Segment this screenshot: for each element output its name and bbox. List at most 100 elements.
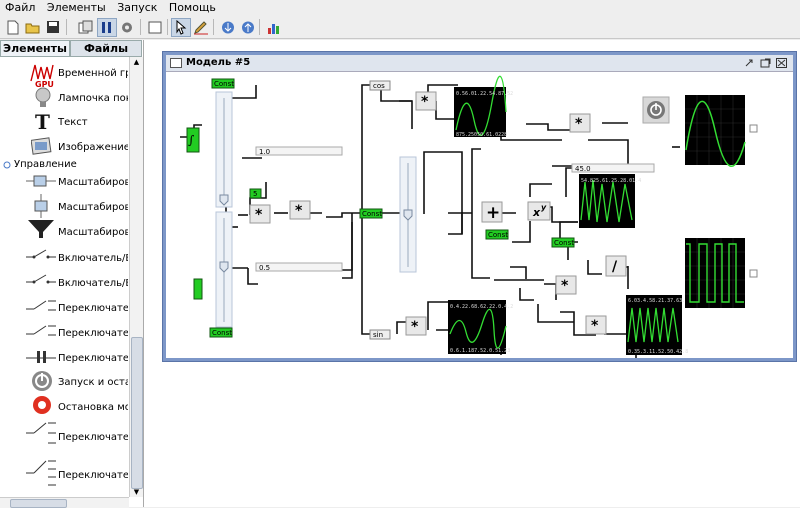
const-block[interactable] bbox=[485, 229, 509, 240]
tree-item-text[interactable]: Текст bbox=[58, 117, 88, 128]
tree-scrollbar-horizontal[interactable] bbox=[0, 497, 129, 508]
tree-item-control[interactable]: Управление bbox=[14, 159, 77, 170]
rectangle-icon[interactable] bbox=[145, 18, 165, 37]
scope-3-bottom-text: 0.6.1.187.52.0.51.23 bbox=[450, 348, 510, 354]
scroll-thumb[interactable] bbox=[131, 337, 143, 489]
const-label: Const bbox=[488, 231, 508, 239]
new-file-icon[interactable] bbox=[3, 18, 23, 37]
slider-2-thumb[interactable] bbox=[219, 261, 229, 273]
multiply-block[interactable] bbox=[415, 91, 437, 111]
multiply-block[interactable] bbox=[555, 275, 577, 295]
tree-item-time-graph[interactable]: Временной графи bbox=[58, 68, 128, 79]
tree-item-lamp[interactable]: Лампочка показы bbox=[58, 93, 128, 104]
switch-icon bbox=[26, 247, 56, 264]
value-field-2[interactable] bbox=[255, 262, 343, 272]
const-block[interactable] bbox=[359, 208, 383, 219]
add-block[interactable] bbox=[481, 201, 503, 223]
value-fields: 1.0 0.5 45.0 bbox=[255, 146, 655, 272]
value-field-2-text: 0.5 bbox=[259, 264, 270, 272]
value-field-1[interactable] bbox=[255, 146, 343, 156]
menu-file[interactable]: Файл bbox=[5, 1, 36, 14]
save-icon[interactable] bbox=[43, 18, 63, 37]
maximize-icon[interactable] bbox=[760, 58, 771, 68]
settings-icon[interactable] bbox=[117, 18, 137, 37]
menu-help[interactable]: Помощь bbox=[168, 1, 216, 14]
image-icon bbox=[30, 137, 53, 160]
scope-large-1-checkbox[interactable] bbox=[749, 124, 758, 133]
menu-bar: Файл Элементы Запуск Помощь bbox=[0, 0, 800, 16]
const-block[interactable] bbox=[551, 237, 575, 248]
multiply-block[interactable] bbox=[249, 204, 271, 224]
switch-icon bbox=[26, 272, 56, 289]
tree-item-scale-1[interactable]: Масштабировани bbox=[58, 177, 128, 188]
integrator-block[interactable] bbox=[186, 127, 200, 153]
time-graph-icon: GPU bbox=[30, 61, 56, 90]
power-icon bbox=[31, 370, 53, 395]
tab-files[interactable]: Файлы bbox=[70, 40, 142, 57]
multiply-block[interactable] bbox=[405, 316, 427, 336]
menu-elements[interactable]: Элементы bbox=[46, 1, 106, 14]
power-button[interactable] bbox=[642, 96, 670, 124]
tree-item-image[interactable]: Изображение bbox=[58, 142, 128, 153]
power-exp-symbol: y bbox=[541, 203, 547, 212]
tree-scrollbar-vertical[interactable]: ▲ ▼ bbox=[129, 57, 143, 497]
tree-item-switch-2[interactable]: Включатель/Выкл bbox=[58, 278, 128, 289]
multiply-block[interactable] bbox=[289, 200, 311, 220]
value-field-3[interactable] bbox=[571, 163, 655, 173]
divide-block[interactable] bbox=[605, 255, 627, 277]
multiply-symbol: * bbox=[575, 116, 583, 132]
slider-1-thumb[interactable] bbox=[219, 194, 229, 206]
close-icon[interactable] bbox=[776, 58, 787, 68]
model-window-titlebar[interactable]: Модель #5 bbox=[166, 55, 793, 72]
scale-v-icon bbox=[31, 194, 51, 221]
tree-item-stop-model[interactable]: Остановка модел bbox=[58, 402, 128, 413]
tree-item-scale-3[interactable]: Масштабировани bbox=[58, 227, 128, 238]
tree-item-scale-2[interactable]: Масштабировани bbox=[58, 202, 128, 213]
download-icon[interactable] bbox=[218, 18, 238, 37]
cos-block[interactable] bbox=[369, 80, 391, 91]
const-block[interactable] bbox=[209, 327, 233, 338]
tree-item-switch-1[interactable]: Включатель/Выкл bbox=[58, 253, 128, 264]
tree-item-toggle-1[interactable]: Переключатель к bbox=[58, 303, 128, 314]
const-5-block[interactable] bbox=[249, 188, 262, 199]
tree-item-toggle-2[interactable]: Переключатель к bbox=[58, 328, 128, 339]
const-label: Const bbox=[554, 239, 574, 247]
model-window-title: Модель #5 bbox=[186, 57, 251, 68]
multiply-symbol: * bbox=[561, 278, 569, 294]
chart-icon[interactable] bbox=[264, 18, 284, 37]
value-field-1-text: 1.0 bbox=[259, 148, 270, 156]
menu-run[interactable]: Запуск bbox=[117, 1, 158, 14]
const-label: Const bbox=[362, 210, 382, 218]
const-block[interactable] bbox=[211, 78, 235, 89]
pencil-icon[interactable] bbox=[191, 18, 211, 37]
model-window: Модель #5 bbox=[163, 52, 796, 362]
multi-switch-icon bbox=[26, 419, 56, 452]
upload-icon[interactable] bbox=[238, 18, 258, 37]
power-block[interactable] bbox=[527, 201, 551, 221]
multiply-block[interactable] bbox=[585, 315, 607, 335]
slider-3-thumb[interactable] bbox=[403, 209, 413, 221]
window-icon bbox=[170, 58, 182, 68]
scope-large-2-checkbox[interactable] bbox=[749, 269, 758, 278]
folder-icon bbox=[3, 161, 13, 172]
copy-icon[interactable] bbox=[76, 18, 96, 37]
pointer-icon[interactable] bbox=[171, 18, 191, 37]
model-canvas[interactable]: Const ∫ 5 Const Const Const Const bbox=[166, 72, 793, 362]
tree-item-toggle-3[interactable]: Переключатель к bbox=[58, 353, 128, 364]
tree-item-multi-switch-2[interactable]: Переключатель к bbox=[58, 470, 128, 481]
multiply-block[interactable] bbox=[569, 113, 591, 133]
open-folder-icon[interactable] bbox=[23, 18, 43, 37]
pause-icon[interactable] bbox=[97, 18, 117, 37]
scope-4-bottom-text: 0.35.3.11.52.50.42.8 bbox=[628, 349, 688, 355]
tree-item-multi-switch-1[interactable]: Переключатель к bbox=[58, 432, 128, 443]
tree-item-start-stop[interactable]: Запуск и останов bbox=[58, 377, 128, 388]
lamp-icon bbox=[33, 87, 53, 112]
scope-1-bottom-text: 875.25050.61.0228 bbox=[456, 132, 507, 138]
tab-elements[interactable]: Элементы bbox=[0, 40, 70, 57]
scope-1[interactable] bbox=[454, 87, 506, 137]
oscilloscopes: 0.56.01.22.54.87.52 875.25050.61.0228 54… bbox=[448, 75, 758, 355]
sin-block[interactable] bbox=[369, 329, 391, 340]
const-small-block[interactable] bbox=[193, 278, 203, 300]
restore-icon[interactable] bbox=[744, 58, 755, 68]
toggle-icon bbox=[26, 348, 56, 367]
